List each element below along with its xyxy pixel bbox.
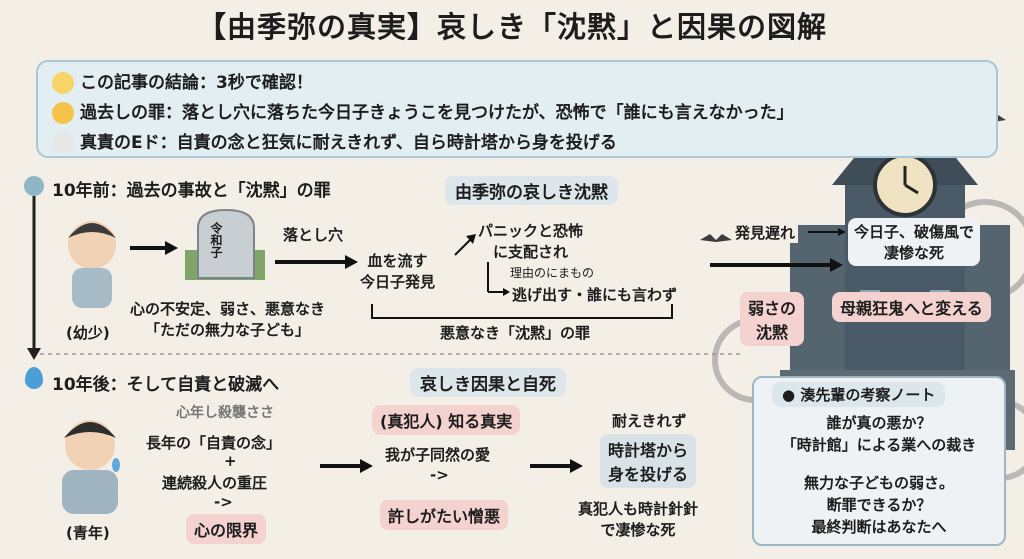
child-label: (幼少) — [66, 324, 110, 342]
love-label: 我が子同然の愛 — [385, 446, 491, 464]
summary-line-3: 真責のEド：自責の念と狂気に耐えきれず、自ら時計塔から身を投げる — [52, 128, 617, 154]
guilt-label: 長年の「自責の念」 — [146, 434, 282, 452]
kyoko-dead-label: 今日子、破傷風で 凄惨な死 — [848, 218, 981, 266]
murder-label: 心年し殺襲ささ — [176, 405, 274, 421]
arrow-text: -> — [214, 493, 233, 511]
summary-line-1: この記事の結論：3秒で確認！ — [52, 68, 313, 94]
lightbulb-icon — [52, 72, 74, 94]
summary-line-2-text: 過去しの罪：落とし穴に落ちた今日子きょうこを見つけたが、恐怖で「誰にも言えなかっ… — [80, 103, 794, 123]
flee-label: 逃げ出す・誰にも言わず — [512, 286, 678, 304]
mother-mad-badge: 母親狂鬼へと変える — [832, 292, 991, 322]
panic-label: パニックと恐怖 に支配され — [478, 222, 584, 261]
timeline-dot — [24, 176, 44, 196]
note-q2: 「時計館」による業への裁き — [781, 436, 977, 454]
gravestone-figure — [185, 208, 265, 280]
note-title-text: 湊先輩の考察ノート — [800, 386, 936, 404]
future-subtitle: 哀しき因果と自死 — [410, 368, 566, 397]
culprit-truth-badge: (真犯人) 知る真実 — [372, 405, 521, 435]
note-title: ● 湊先輩の考察ノート — [772, 382, 946, 407]
past-heading: 10年前：過去の事故と「沈黙」の罪 — [52, 181, 331, 201]
weak-silence-badge: 弱さの 沈黙 — [740, 292, 805, 346]
note-q4: 断罪できるか？ — [826, 496, 932, 514]
late-discovery-label: 発見遅れ — [732, 222, 799, 243]
summary-box: この記事の結論：3秒で確認！ 過去しの罪：落とし穴に落ちた今日子きょうこを見つけ… — [36, 60, 998, 158]
silence-sin-label: 悪意なき「沈黙」の罪 — [440, 324, 591, 342]
dove-icon — [52, 132, 74, 154]
smile-icon — [52, 102, 74, 124]
microphone-icon: ● — [782, 386, 796, 404]
jump-box: 時計塔から 身を投げる — [600, 434, 697, 488]
instability-label: 心の不安定、弱さ、悪意なき 「ただの無力な子ども」 — [130, 300, 326, 339]
summary-line-2: 過去しの罪：落とし穴に落ちた今日子きょうこを見つけたが、恐怖で「誰にも言えなかっ… — [52, 98, 794, 124]
bleeding-label: 血を流す 今日子発見 — [360, 252, 436, 291]
note-q5: 最終判断はあなたへ — [811, 518, 947, 536]
summary-line-1-text: この記事の結論：3秒で確認！ — [80, 73, 313, 93]
summary-line-3-text: 真責のEド：自責の念と狂気に耐えきれず、自ら時計塔から身を投げる — [80, 133, 617, 153]
note-q1: 誰が真の悪か？ — [826, 414, 932, 432]
reason-label: 理由のにまもの — [510, 266, 595, 280]
drop-icon — [25, 367, 43, 389]
consideration-note: ● 湊先輩の考察ノート 誰が真の悪か？ 「時計館」による業への裁き 無力な子ども… — [752, 376, 1006, 546]
youth-label: (青年) — [66, 524, 110, 542]
limit-badge: 心の限界 — [186, 514, 267, 544]
hatred-badge: 許しがたい憎悪 — [380, 500, 509, 530]
note-q3: 無力な子どもの弱さ。 — [803, 474, 954, 492]
serial-pressure-label: 連続殺人の重圧 — [162, 474, 268, 492]
plus-label: + — [224, 452, 237, 470]
youth-figure — [62, 420, 120, 514]
page-title: 【由季弥の真実】哀しき「沈黙」と因果の図解 — [196, 10, 827, 44]
past-subtitle: 由季弥の哀しき沈黙 — [445, 176, 618, 205]
unbearable-label: 耐えきれず — [612, 412, 687, 430]
pitfall-label: 落とし穴 — [283, 226, 344, 244]
culprit-dead-label: 真犯人も時計針針 で凄惨な死 — [578, 500, 699, 539]
arrow-text-2: -> — [430, 466, 449, 484]
child-figure — [68, 221, 116, 308]
gravestone-text: 令和子 — [209, 222, 223, 258]
future-heading: 10年後：そして自責と破滅へ — [52, 375, 280, 395]
